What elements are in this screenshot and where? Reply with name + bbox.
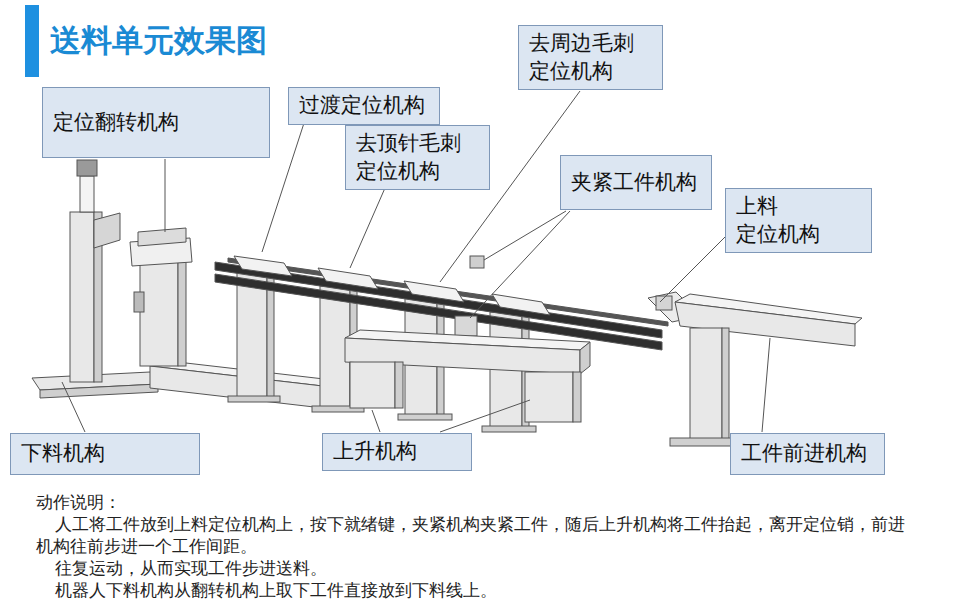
callout-box: 夹紧工件机构 xyxy=(560,155,712,210)
callout-text: 上升机构 xyxy=(333,438,461,465)
callout-box: 定位翻转机构 xyxy=(42,87,270,158)
callout-text: 去周边毛刺 定位机构 xyxy=(529,30,652,85)
callout-text: 定位翻转机构 xyxy=(53,109,259,136)
callout-box: 上料 定位机构 xyxy=(725,188,872,253)
callout-text: 下料机构 xyxy=(21,440,189,467)
note-text: 往复运动，从而实现工件步进送料。 xyxy=(36,557,916,579)
callout-box: 去顶针毛刺 定位机构 xyxy=(345,125,490,190)
callout-text: 去顶针毛刺 定位机构 xyxy=(356,130,479,185)
note-text: 人工将工件放到上料定位机构上，按下就绪键，夹紧机构夹紧工件，随后上升机构将工件抬… xyxy=(36,513,916,557)
callout-text: 上料 定位机构 xyxy=(736,193,861,248)
callout-box: 上升机构 xyxy=(322,433,472,471)
callout-text: 过渡定位机构 xyxy=(299,92,429,119)
page-title: 送料单元效果图 xyxy=(50,20,267,62)
callout-text: 工件前进机构 xyxy=(741,440,874,467)
title-bar xyxy=(25,5,39,77)
note-text: 机器人下料机构从翻转机构上取下工件直接放到下料线上。 xyxy=(36,579,916,601)
notes-block: 动作说明：人工将工件放到上料定位机构上，按下就绪键，夹紧机构夹紧工件，随后上升机… xyxy=(36,491,916,601)
callout-box: 下料机构 xyxy=(10,433,200,475)
feeding-unit xyxy=(32,160,862,446)
callout-box: 工件前进机构 xyxy=(730,433,885,475)
callout-box: 过渡定位机构 xyxy=(288,87,440,125)
notes-heading: 动作说明： xyxy=(36,491,916,513)
callout-box: 去周边毛刺 定位机构 xyxy=(518,25,663,90)
callout-text: 夹紧工件机构 xyxy=(571,169,701,196)
